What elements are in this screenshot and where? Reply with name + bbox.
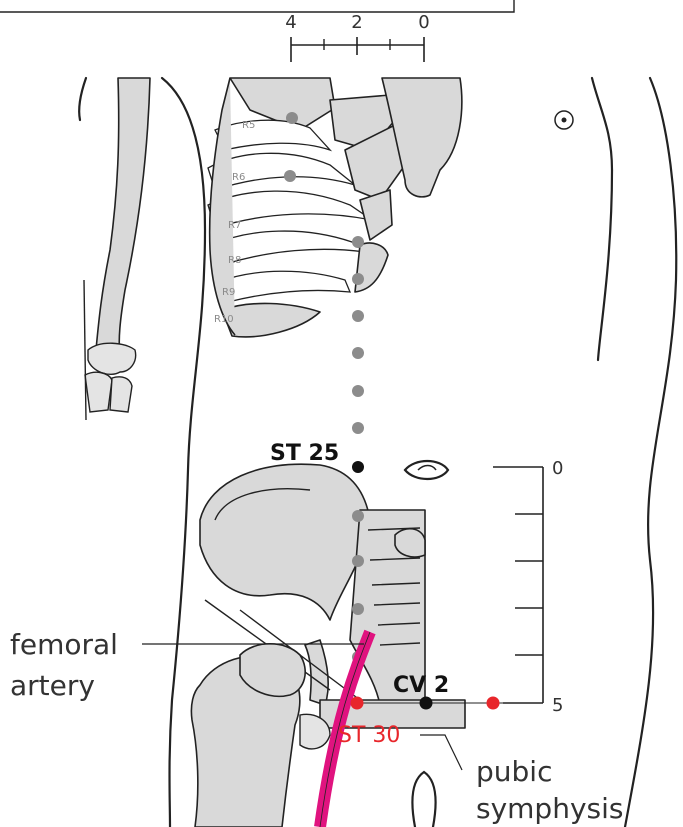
femoral-artery-label-line2: artery xyxy=(10,669,95,702)
femur xyxy=(191,644,330,827)
side-scale: 0 5 xyxy=(493,458,563,716)
rib-label-r7: R7 xyxy=(228,220,241,231)
top-scale: 4 2 0 xyxy=(285,12,429,62)
guide-dot xyxy=(352,347,364,359)
guide-dot xyxy=(284,170,296,182)
femoral-artery-label-line1: femoral xyxy=(10,628,118,661)
top-scale-tick-0: 0 xyxy=(418,12,429,33)
pubic-symphysis-leader xyxy=(420,735,462,770)
rib-label-r10: R10 xyxy=(214,314,234,325)
navel-icon xyxy=(405,461,448,479)
top-scale-tick-2: 2 xyxy=(351,12,362,33)
guide-dot xyxy=(352,510,364,522)
genital-outline xyxy=(412,772,435,827)
guide-dot xyxy=(286,112,298,124)
cv2-label: CV 2 xyxy=(393,673,449,698)
guide-dot xyxy=(352,603,364,615)
nipple-icon xyxy=(555,111,573,129)
cv2-point xyxy=(420,697,433,710)
pubic-symphysis-label-line2: symphysis xyxy=(476,792,623,825)
st25-point xyxy=(352,461,364,473)
guide-dot xyxy=(352,273,364,285)
top-scale-tick-4: 4 xyxy=(285,12,296,33)
guide-dot xyxy=(352,236,364,248)
arm-bones xyxy=(84,78,150,420)
st30-label: ST 30 xyxy=(338,723,400,748)
st30-point xyxy=(351,697,364,710)
rib-label-r9: R9 xyxy=(222,287,235,298)
rib-label-r8: R8 xyxy=(228,255,241,266)
st25-label: ST 25 xyxy=(270,441,339,466)
st30-mirror-point xyxy=(487,697,500,710)
rib-cage: R5 R6 R7 R8 R9 R10 xyxy=(208,78,462,337)
guide-dot xyxy=(352,555,364,567)
pubic-symphysis-label-line1: pubic xyxy=(476,755,552,788)
rib-label-r6: R6 xyxy=(232,172,245,183)
side-scale-top-label: 0 xyxy=(552,458,563,479)
rib-label-r5: R5 xyxy=(242,120,255,131)
guide-dot xyxy=(352,310,364,322)
top-frame xyxy=(0,0,514,12)
guide-dot xyxy=(352,422,364,434)
side-scale-bottom-label: 5 xyxy=(552,695,563,716)
guide-dot xyxy=(352,385,364,397)
